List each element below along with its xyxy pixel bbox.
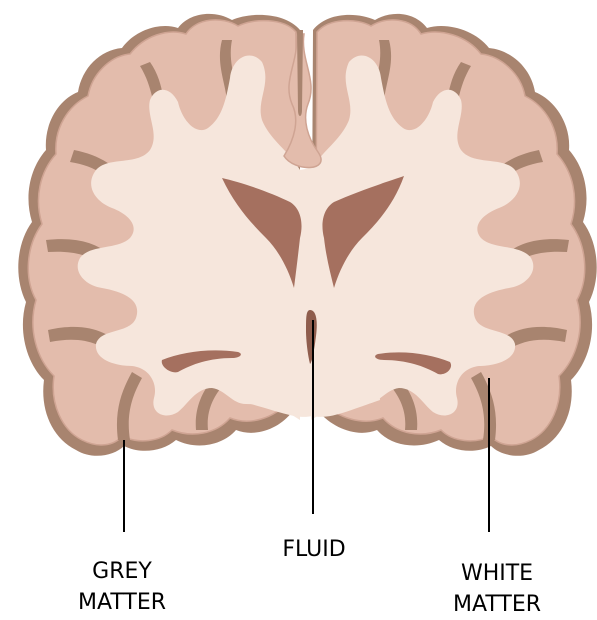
grey-matter-label: GREY MATTER (52, 556, 192, 618)
grey-matter-label-line2: MATTER (52, 587, 192, 618)
white-matter-label-line2: MATTER (427, 589, 567, 620)
white-matter-label-line1: WHITE (427, 558, 567, 589)
central-white-matter (236, 140, 380, 417)
fluid-label: FLUID (254, 534, 374, 565)
grey-matter-label-line1: GREY (52, 556, 192, 587)
white-matter-label: WHITE MATTER (427, 558, 567, 620)
fluid-label-line1: FLUID (254, 534, 374, 565)
